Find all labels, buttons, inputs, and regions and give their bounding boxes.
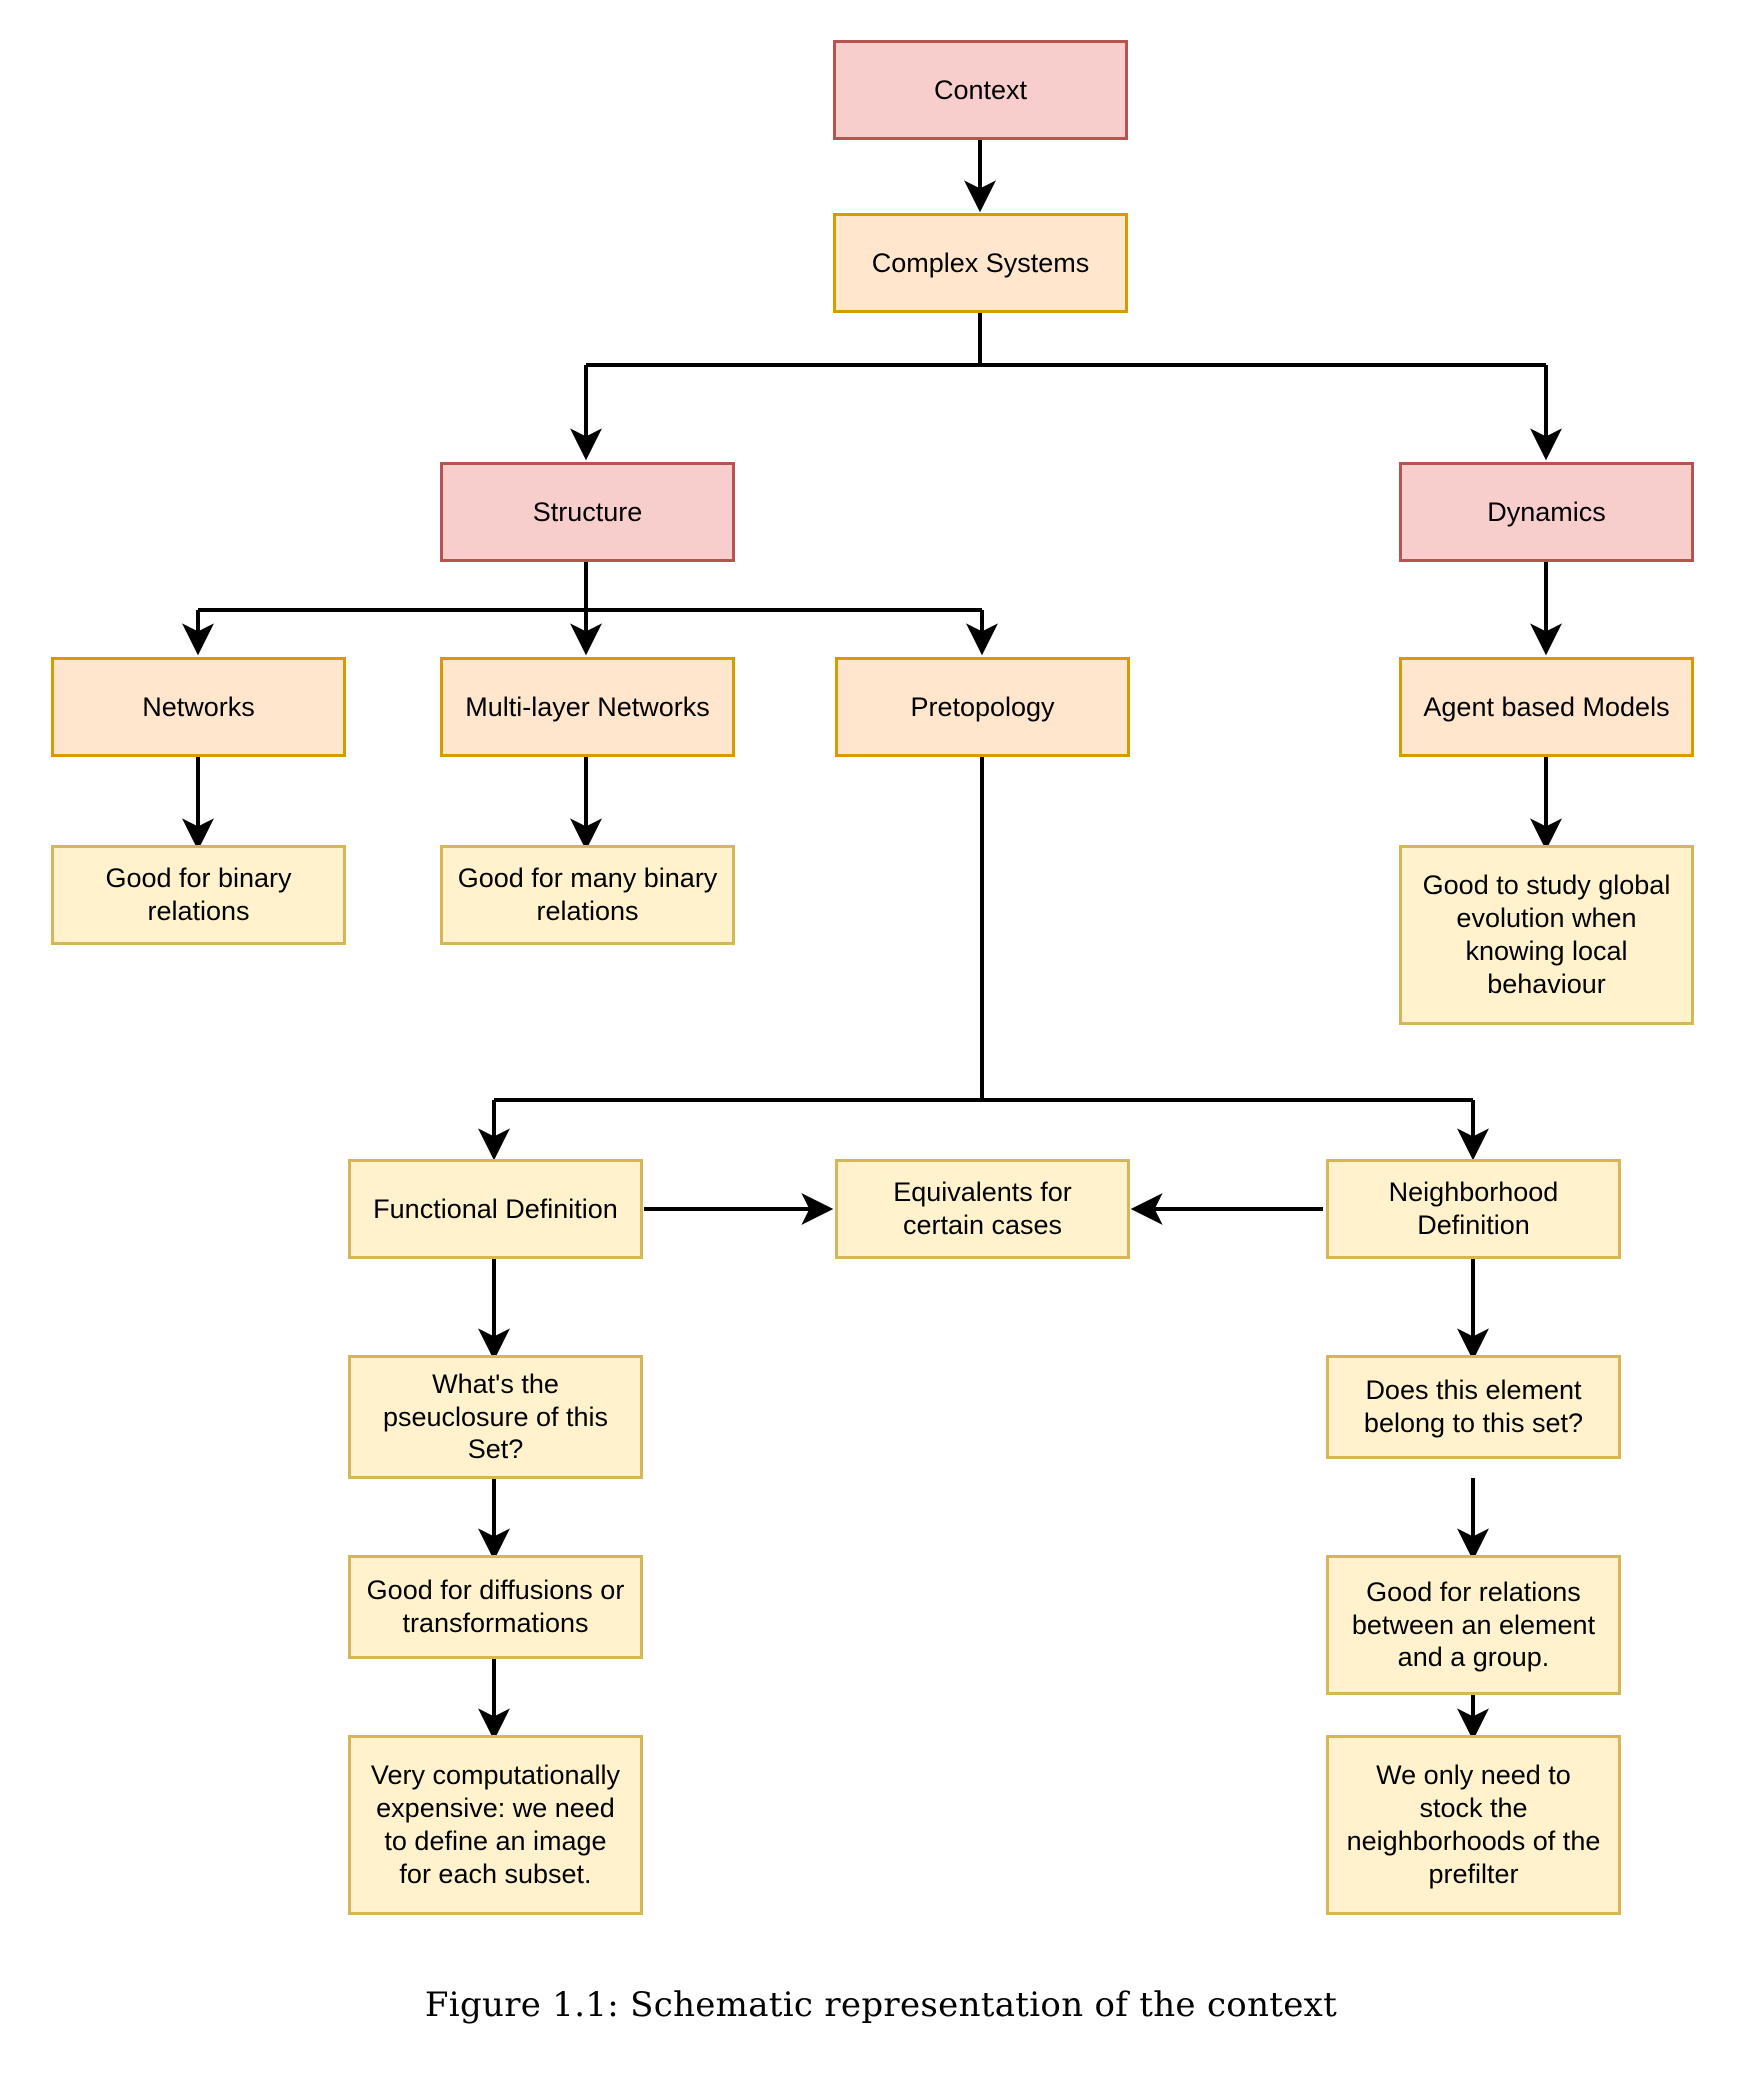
node-multi-layer-networks[interactable]: Multi-layer Networks (440, 657, 735, 757)
node-stock-neighborhoods-prefilter[interactable]: We only need to stock the neighborhoods … (1326, 1735, 1621, 1915)
node-context[interactable]: Context (833, 40, 1128, 140)
node-good-to-study-global-evolution[interactable]: Good to study global evolution when know… (1399, 845, 1694, 1025)
node-structure[interactable]: Structure (440, 462, 735, 562)
node-good-for-diffusions-or-transformations[interactable]: Good for diffusions or transformations (348, 1555, 643, 1659)
node-networks[interactable]: Networks (51, 657, 346, 757)
node-agent-based-models[interactable]: Agent based Models (1399, 657, 1694, 757)
node-dynamics[interactable]: Dynamics (1399, 462, 1694, 562)
node-very-computationally-expensive[interactable]: Very computationally expensive: we need … (348, 1735, 643, 1915)
figure-caption: Figure 1.1: Schematic representation of … (424, 1985, 1338, 2025)
node-complex-systems[interactable]: Complex Systems (833, 213, 1128, 313)
node-good-for-relations-element-group[interactable]: Good for relations between an element an… (1326, 1555, 1621, 1695)
node-good-for-binary-relations[interactable]: Good for binary relations (51, 845, 346, 945)
node-functional-definition[interactable]: Functional Definition (348, 1159, 643, 1259)
node-equivalents-for-certain-cases[interactable]: Equivalents for certain cases (835, 1159, 1130, 1259)
node-does-element-belong-question[interactable]: Does this element belong to this set? (1326, 1355, 1621, 1459)
node-pseuclosure-question[interactable]: What's the pseuclosure of this Set? (348, 1355, 643, 1479)
node-neighborhood-definition[interactable]: Neighborhood Definition (1326, 1159, 1621, 1259)
node-good-for-many-binary-relations[interactable]: Good for many binary relations (440, 845, 735, 945)
node-pretopology[interactable]: Pretopology (835, 657, 1130, 757)
